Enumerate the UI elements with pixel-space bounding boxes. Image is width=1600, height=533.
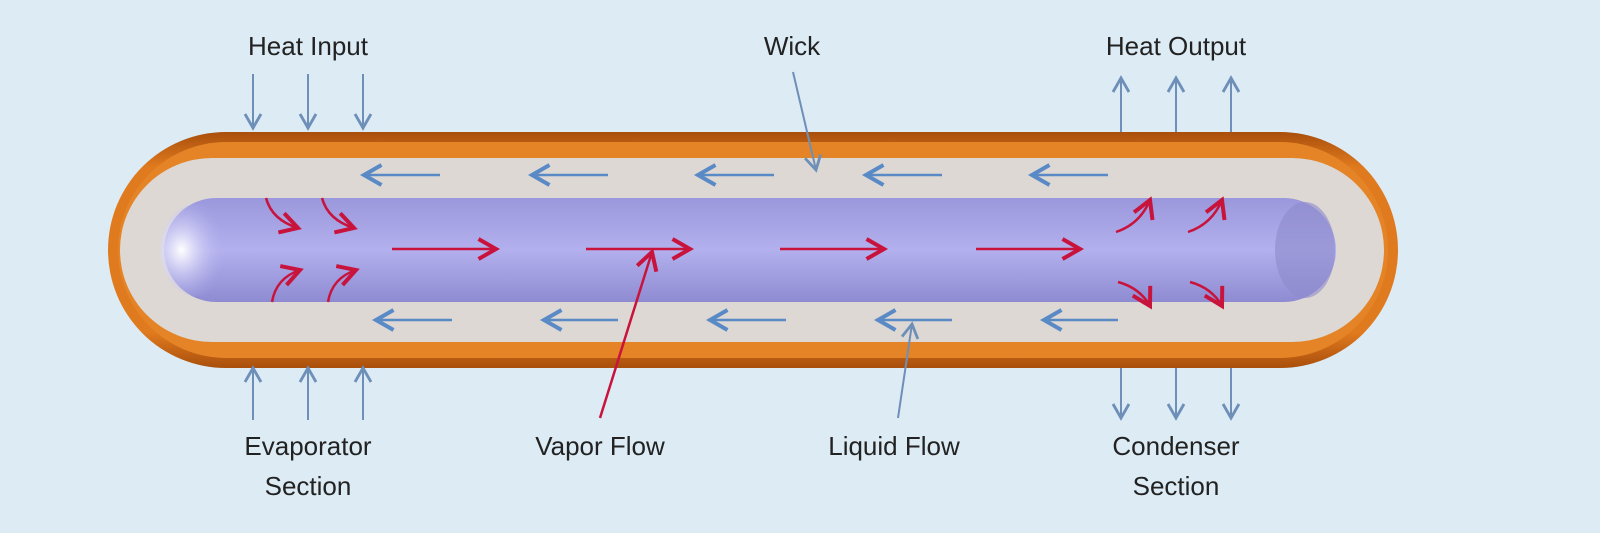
vapor-core [164,198,1336,302]
vapor-core-left-highlight [160,204,232,296]
liquid-flow-pointer [897,321,920,419]
liquid-flow-label: Liquid Flow [828,431,960,461]
heat-output-label: Heat Output [1105,31,1247,61]
vapor-flow-label: Vapor Flow [535,431,665,461]
wick-label: Wick [763,31,821,61]
heat-output-arrows [1111,75,1241,132]
wick-pointer [792,71,822,173]
evaporation-arrow [270,264,304,303]
condenser-label-line2: Section [1132,471,1220,501]
condensation-arrow [1115,196,1155,234]
heat-input-arrows [243,74,373,131]
heat-input-label: Heat Input [248,31,368,61]
condensation-arrow [1187,196,1227,234]
evaporation-arrow [264,197,302,235]
evaporation-arrow [320,197,358,235]
condenser-arrows [1111,368,1241,421]
evaporator-arrows [243,365,373,420]
evaporator-label-line1: Evaporator [244,431,372,461]
evaporator-label-line2: Section [264,471,352,501]
condenser-label-line1: Condenser [1112,431,1240,461]
evaporation-arrow [326,264,360,303]
vapor-flow-pointer [598,248,659,419]
condensation-arrow [1189,280,1225,310]
liquid-flow-arrows [359,163,1118,332]
condensation-arrow [1117,280,1153,310]
vapor-core-right-shade [1275,202,1335,298]
